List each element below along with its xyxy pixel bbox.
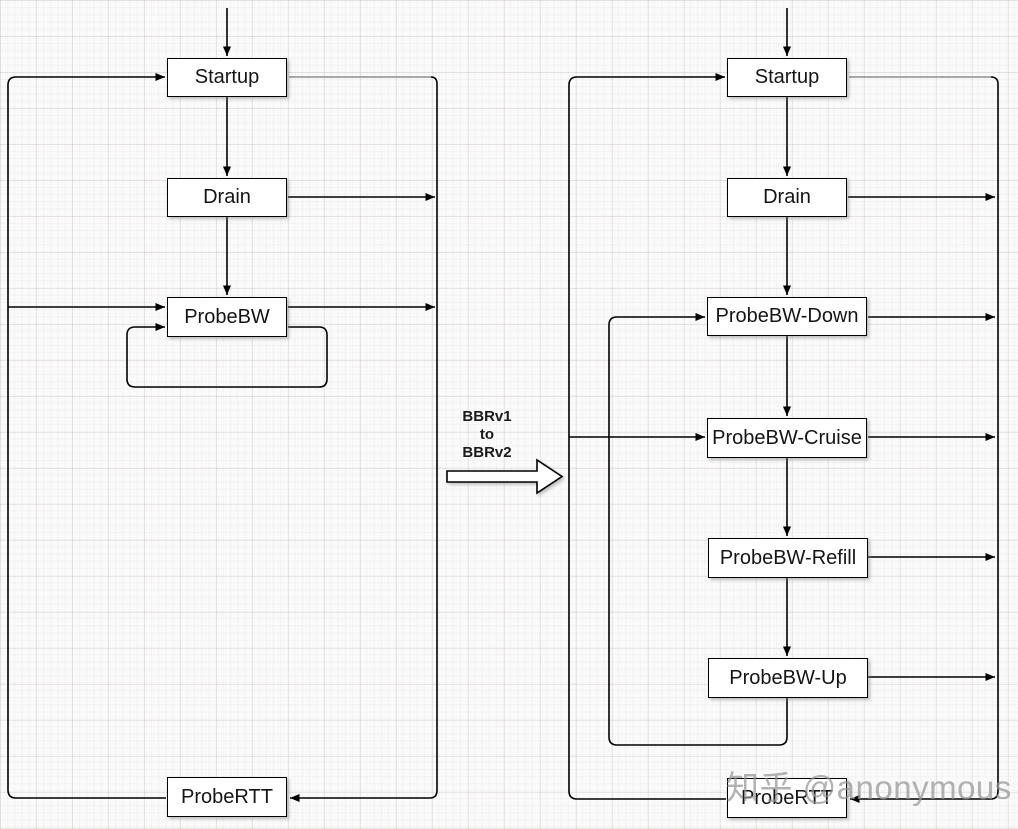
bbrv2-edges [568, 8, 999, 803]
transition-caption: BBRv1 to BBRv2 [444, 408, 530, 462]
node-label: ProbeBW-Down [715, 305, 859, 327]
node-bbrv2-probebw-up: ProbeBW-Up [708, 658, 868, 698]
edge-v1-rightside-probertt [290, 76, 438, 802]
node-label: ProbeRTT [181, 785, 273, 808]
node-label: ProbeBW-Refill [719, 546, 857, 569]
node-label: ProbeBW [184, 305, 270, 328]
edge-v1-probebw-selfloop [126, 323, 328, 388]
node-bbrv1-drain: Drain [167, 178, 287, 217]
node-bbrv2-drain: Drain [727, 178, 847, 217]
node-bbrv2-probebw-cruise: ProbeBW-Cruise [707, 418, 867, 458]
node-label: ProbeBW-Up [729, 666, 847, 689]
node-bbrv2-probebw-refill: ProbeBW-Refill [708, 538, 868, 578]
node-label: ProbeRTT [741, 786, 833, 809]
node-bbrv2-probertt: ProbeRTT [727, 778, 847, 818]
node-label: ProbeBW-Cruise [712, 426, 862, 449]
transition-block-arrow-icon [446, 458, 564, 495]
node-label: Drain [203, 186, 251, 208]
edge-v2-probertt-startup-loop [568, 73, 726, 800]
watermark-text: 知乎 @anonymous [726, 769, 1012, 806]
transition-caption-line2: to [479, 426, 495, 443]
node-label: Drain [763, 186, 811, 208]
node-bbrv1-probebw: ProbeBW [167, 297, 287, 337]
edge-v2-up-down-innerloop [608, 313, 788, 746]
node-bbrv2-startup: Startup [727, 58, 847, 97]
node-bbrv1-probertt: ProbeRTT [167, 777, 287, 817]
node-bbrv2-probebw-down: ProbeBW-Down [707, 297, 867, 336]
node-bbrv1-startup: Startup [167, 58, 287, 97]
node-label: Startup [754, 66, 820, 88]
edge-v1-probertt-startup-loop [7, 73, 166, 799]
bbrv1-edges [7, 8, 438, 802]
transition-caption-line3: BBRv2 [462, 444, 512, 461]
transition-caption-line1: BBRv1 [462, 408, 512, 425]
edge-v2-rightside-probertt [850, 76, 999, 803]
node-label: Startup [194, 66, 260, 88]
